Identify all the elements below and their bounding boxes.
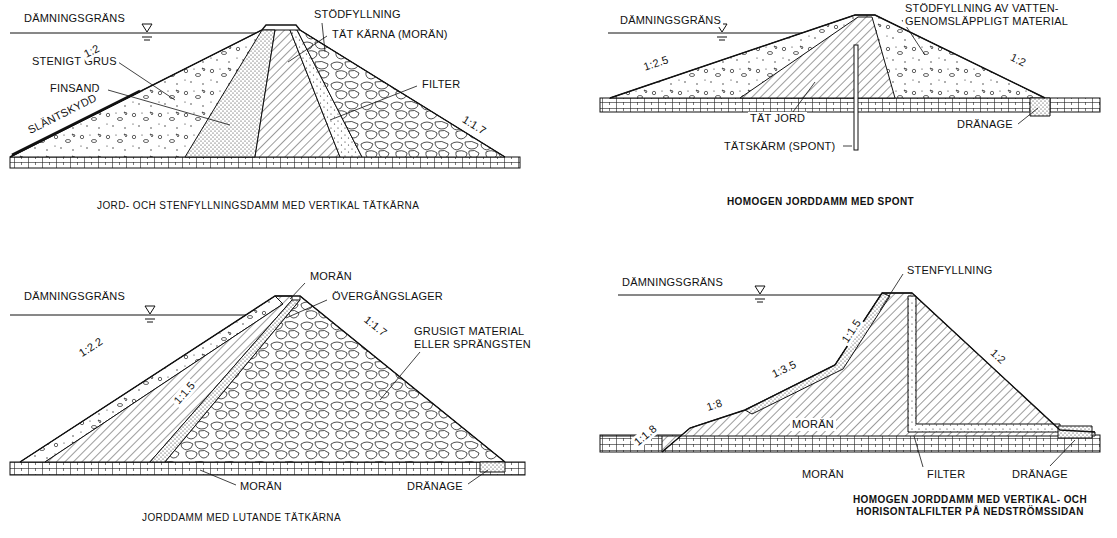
slope-ratio: 1:2	[986, 345, 1009, 368]
material-label: MORÄN	[308, 270, 354, 283]
water-symbol	[755, 286, 765, 294]
material-label: MORÄN	[238, 480, 284, 493]
tight-soil	[740, 17, 895, 98]
drainage	[480, 462, 505, 472]
dam-outline	[20, 296, 505, 462]
water-line	[618, 295, 880, 296]
slope-ratio: 1:8	[703, 396, 726, 414]
water-level-label: DÄMNINGSGRÄNS	[22, 12, 127, 25]
water-symbol	[717, 37, 727, 40]
material-label: FILTER	[925, 468, 967, 481]
material-label: STENFYLLNING	[905, 264, 995, 277]
water-line	[608, 33, 802, 34]
dam-homogeneous-filters	[600, 274, 1100, 467]
material-label: DRÄNAGE	[405, 480, 465, 493]
material-label: ÖVERGÅNGSLAGER	[330, 290, 445, 303]
material-label: STENIGT GRUS	[30, 55, 119, 68]
support-fill	[610, 15, 1045, 98]
water-symbol	[145, 306, 155, 314]
dam-outline	[10, 25, 505, 157]
material-label: SLÄNTSKYDD	[24, 90, 101, 137]
slope-ratio: 1:1.5	[838, 315, 865, 347]
figure-caption: JORDDAMM MED LUTANDE TÄTKÄRNA	[140, 512, 343, 524]
water-level-label: DÄMNINGSGRÄNS	[620, 276, 725, 289]
material-label: DRÄNAGE	[955, 118, 1015, 131]
dam-outline	[610, 15, 1045, 98]
rock-layer	[745, 293, 890, 414]
material-label: GRUSIGT MATERIAL ELLER SPRÄNGSTEN	[412, 325, 551, 350]
slope-ratio: 1:2	[1006, 50, 1029, 70]
figure-caption: HOMOGEN JORDDAMM MED SPONT	[725, 196, 916, 208]
material-label: TÄT JORD	[748, 112, 807, 125]
water-symbol	[145, 319, 155, 322]
material-label: FILTER	[420, 78, 462, 91]
slope-ratio: 1:1.8	[630, 421, 661, 450]
material-label: MORÄN	[790, 418, 836, 431]
water-level-label: DÄMNINGSGRÄNS	[618, 14, 723, 27]
slope-protection	[12, 91, 140, 155]
stony-gravel	[10, 30, 275, 157]
rock-fill	[165, 296, 505, 462]
material-label: MORÄN	[800, 468, 846, 481]
figure-caption: HOMOGEN JORDDAMM MED VERTIKAL- OCH HORIS…	[838, 494, 1102, 517]
dam-sheet-pile	[600, 15, 1100, 150]
material-label: STÖDFYLLNING	[312, 8, 403, 21]
sheet-pile	[854, 45, 858, 150]
water-line	[10, 315, 246, 316]
dam-vertical-core	[10, 23, 520, 168]
foundation	[10, 157, 520, 168]
foundation	[10, 462, 525, 475]
moraine-fill	[662, 293, 1095, 452]
water-level-label: DÄMNINGSGRÄNS	[22, 290, 127, 303]
slope-ratio: 1:2.2	[75, 334, 107, 361]
material-label: TÄTSKÄRM (SPONT)	[722, 140, 837, 153]
filter	[908, 296, 1060, 432]
foundation	[600, 98, 1100, 112]
slope-ratio: 1:1.7	[458, 112, 490, 138]
leader-line	[790, 20, 1038, 146]
leader-line	[200, 283, 488, 485]
dam-outline	[662, 293, 1095, 452]
water-symbol	[142, 37, 152, 40]
drainage	[1030, 98, 1050, 116]
water-symbol	[755, 299, 765, 302]
water-symbol	[142, 24, 152, 32]
leader-line	[880, 274, 1075, 467]
material-label: TÄT KÄRNA (MORÄN)	[330, 28, 450, 41]
slope-ratio: 1:3.5	[768, 357, 800, 381]
material-label: STÖDFYLLNING AV VATTEN- GENOMSLÄPPLIGT M…	[903, 2, 1112, 27]
slope-ratio: 1:1.7	[360, 312, 391, 340]
figure-caption: JORD- OCH STENFYLLNINGSDAMM MED VERTIKAL…	[95, 200, 421, 212]
material-label: DRÄNAGE	[1010, 468, 1070, 481]
slope-ratio: 1:2.5	[640, 53, 672, 74]
water-line	[10, 33, 256, 34]
slope-ratio: 1:1.5	[170, 378, 199, 409]
dam-inclined-core	[10, 283, 525, 485]
